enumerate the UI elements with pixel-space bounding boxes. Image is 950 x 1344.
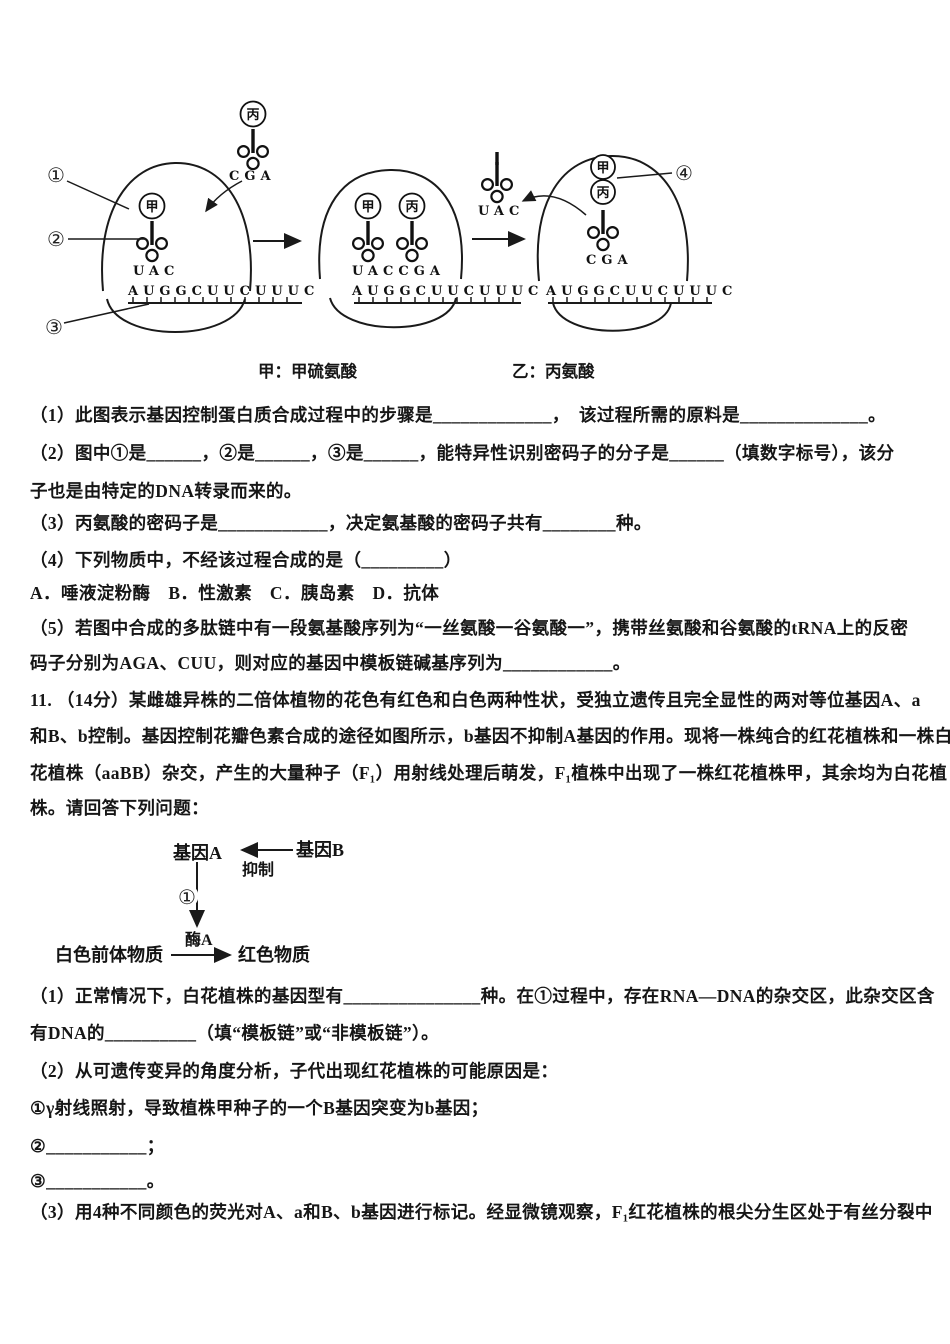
step-label: ① — [178, 885, 196, 909]
amino-acid-circle — [239, 100, 267, 128]
option-line: A．唾液淀粉酶 B．性激素 C．胰岛素 D．抗体 — [30, 583, 440, 603]
label-4: ④ — [675, 161, 693, 185]
amino-acid-label: 甲 — [596, 160, 609, 175]
caption-methionine: 甲：甲硫氨酸 — [258, 361, 358, 381]
label-4-line — [616, 172, 673, 179]
amino-acid-circle — [354, 192, 382, 220]
amino-acid-label: 丙 — [405, 199, 418, 214]
ribosome-1: 甲 UAC AUGGCUUCUUUC — [101, 161, 319, 333]
ribosome-3: 甲 丙 CGA AUGGCUUCUUUC ④ — [536, 154, 737, 332]
translation-diagram: 丙 CGA 甲 UAC AUGGCUUCUUUC ① ② ③ — [45, 100, 737, 381]
amino-acid-circle — [590, 179, 616, 205]
question11-line: 花植株（aaBB）杂交，产生的大量种子（F₁）用射线处理后萌发，F₁植株中出现了… — [30, 763, 948, 783]
amino-acid-label: 甲 — [361, 199, 374, 214]
question-line: 码子分别为AGA、CUU，则对应的基因中模板链碱基序列为____________… — [30, 653, 631, 673]
question-line: （2）图中①是______，②是______，③是______，能特异性识别密码… — [30, 443, 895, 463]
trna-icon — [351, 219, 385, 263]
released-trna: UAC — [478, 152, 587, 219]
mrna-sequence: AUGGCUUCUUUC — [351, 284, 543, 299]
question-line: 子也是由特定的DNA转录而来的。 — [30, 481, 302, 501]
trna-icon — [236, 127, 270, 171]
large-subunit — [318, 168, 463, 280]
label-2: ② — [47, 227, 65, 251]
anticodon: CGA — [586, 253, 633, 268]
incoming-trna-bing: 丙 CGA — [205, 100, 276, 213]
trna-icon — [395, 219, 429, 263]
question-line: 有DNA的__________（填“模板链”或“非模板链”）。 — [30, 1023, 440, 1043]
question-line: ①γ射线照射，导致植株甲种子的一个B基因突变为b基因； — [30, 1098, 489, 1118]
substrate-label: 白色前体物质 — [55, 944, 163, 965]
anticodon: CGA — [229, 169, 276, 184]
gene-pathway-diagram: 基因A 基因B 抑制 ① 白色前体物质 酶A 红色物质 — [55, 839, 344, 965]
pointer-labels: ① ② ③ — [45, 163, 150, 339]
question-line: （3）丙氨酸的密码子是____________，决定氨基酸的密码子共有_____… — [30, 513, 652, 533]
anticodon: UAC — [478, 204, 524, 219]
large-subunit — [536, 154, 689, 282]
amino-acid-circle — [138, 192, 166, 220]
gene-a-label: 基因A — [172, 842, 222, 863]
question-line: ③___________。 — [30, 1171, 165, 1191]
question-line: （3）用4种不同颜色的荧光对A、a和B、b基因进行标记。经显微镜观察，F₁红花植… — [30, 1202, 933, 1222]
question-line: （4）下列物质中，不经该过程合成的是（_________） — [30, 550, 462, 570]
question11-line: 11. （14分）某雌雄异株的二倍体植物的花色有红色和白色两种性状，受独立遗传且… — [30, 690, 921, 710]
question11-line: 和B、b控制。基因控制花瓣色素合成的途径如图所示，b基因不抑制A基因的作用。现将… — [30, 726, 950, 746]
ribosome-2: 甲 丙 UACCGA AUGGCUUCUUUC — [318, 168, 543, 329]
question-line: （2）从可遗传变异的角度分析，子代出现红花植株的可能原因是： — [30, 1061, 559, 1081]
codon-ticks — [358, 297, 514, 303]
anticodon: UAC — [133, 264, 179, 279]
trna-icon — [135, 219, 169, 263]
product-label: 红色物质 — [238, 944, 310, 965]
amino-acid-label: 丙 — [596, 185, 609, 200]
enzyme-label: 酶A — [185, 930, 213, 949]
label-3-line — [63, 303, 150, 324]
amino-acid-circle — [590, 154, 616, 180]
codon-ticks — [132, 297, 288, 303]
caption-alanine: 乙：丙氨酸 — [512, 361, 595, 381]
label-3: ③ — [45, 315, 63, 339]
entry-arrow — [205, 180, 243, 213]
small-subunit — [329, 297, 457, 329]
anticodon: UACCGA — [352, 264, 445, 279]
question11-line: 株。请回答下列问题： — [30, 798, 209, 818]
label-1-line — [66, 180, 130, 210]
amino-acid-label: 丙 — [246, 107, 259, 122]
question-line: ②___________； — [30, 1136, 165, 1156]
question-line: （1）此图表示基因控制蛋白质合成过程中的步骤是_____________， 该过… — [30, 405, 887, 425]
small-subunit — [106, 298, 246, 333]
exit-arrow — [521, 190, 587, 216]
trna-icon — [480, 160, 514, 204]
step-label-mask — [175, 884, 199, 908]
mrna-sequence: AUGGCUUCUUUC — [127, 284, 319, 299]
mrna-sequence: AUGGCUUCUUUC — [545, 284, 737, 299]
gene-b-label: 基因B — [295, 839, 344, 860]
question-line: （5）若图中合成的多肽链中有一段氨基酸序列为“一丝氨酸一谷氨酸一”，携带丝氨酸和… — [30, 618, 909, 638]
large-subunit — [101, 161, 252, 292]
inhibit-label: 抑制 — [242, 860, 274, 879]
trna-icon — [586, 208, 620, 252]
question-line: （1）正常情况下，白花植株的基因型有_______________种。在①过程中… — [30, 986, 935, 1006]
amino-acid-circle — [398, 192, 426, 220]
small-subunit — [552, 302, 672, 332]
codon-ticks — [552, 297, 708, 303]
amino-acid-label: 甲 — [145, 199, 158, 214]
label-1: ① — [47, 163, 65, 187]
